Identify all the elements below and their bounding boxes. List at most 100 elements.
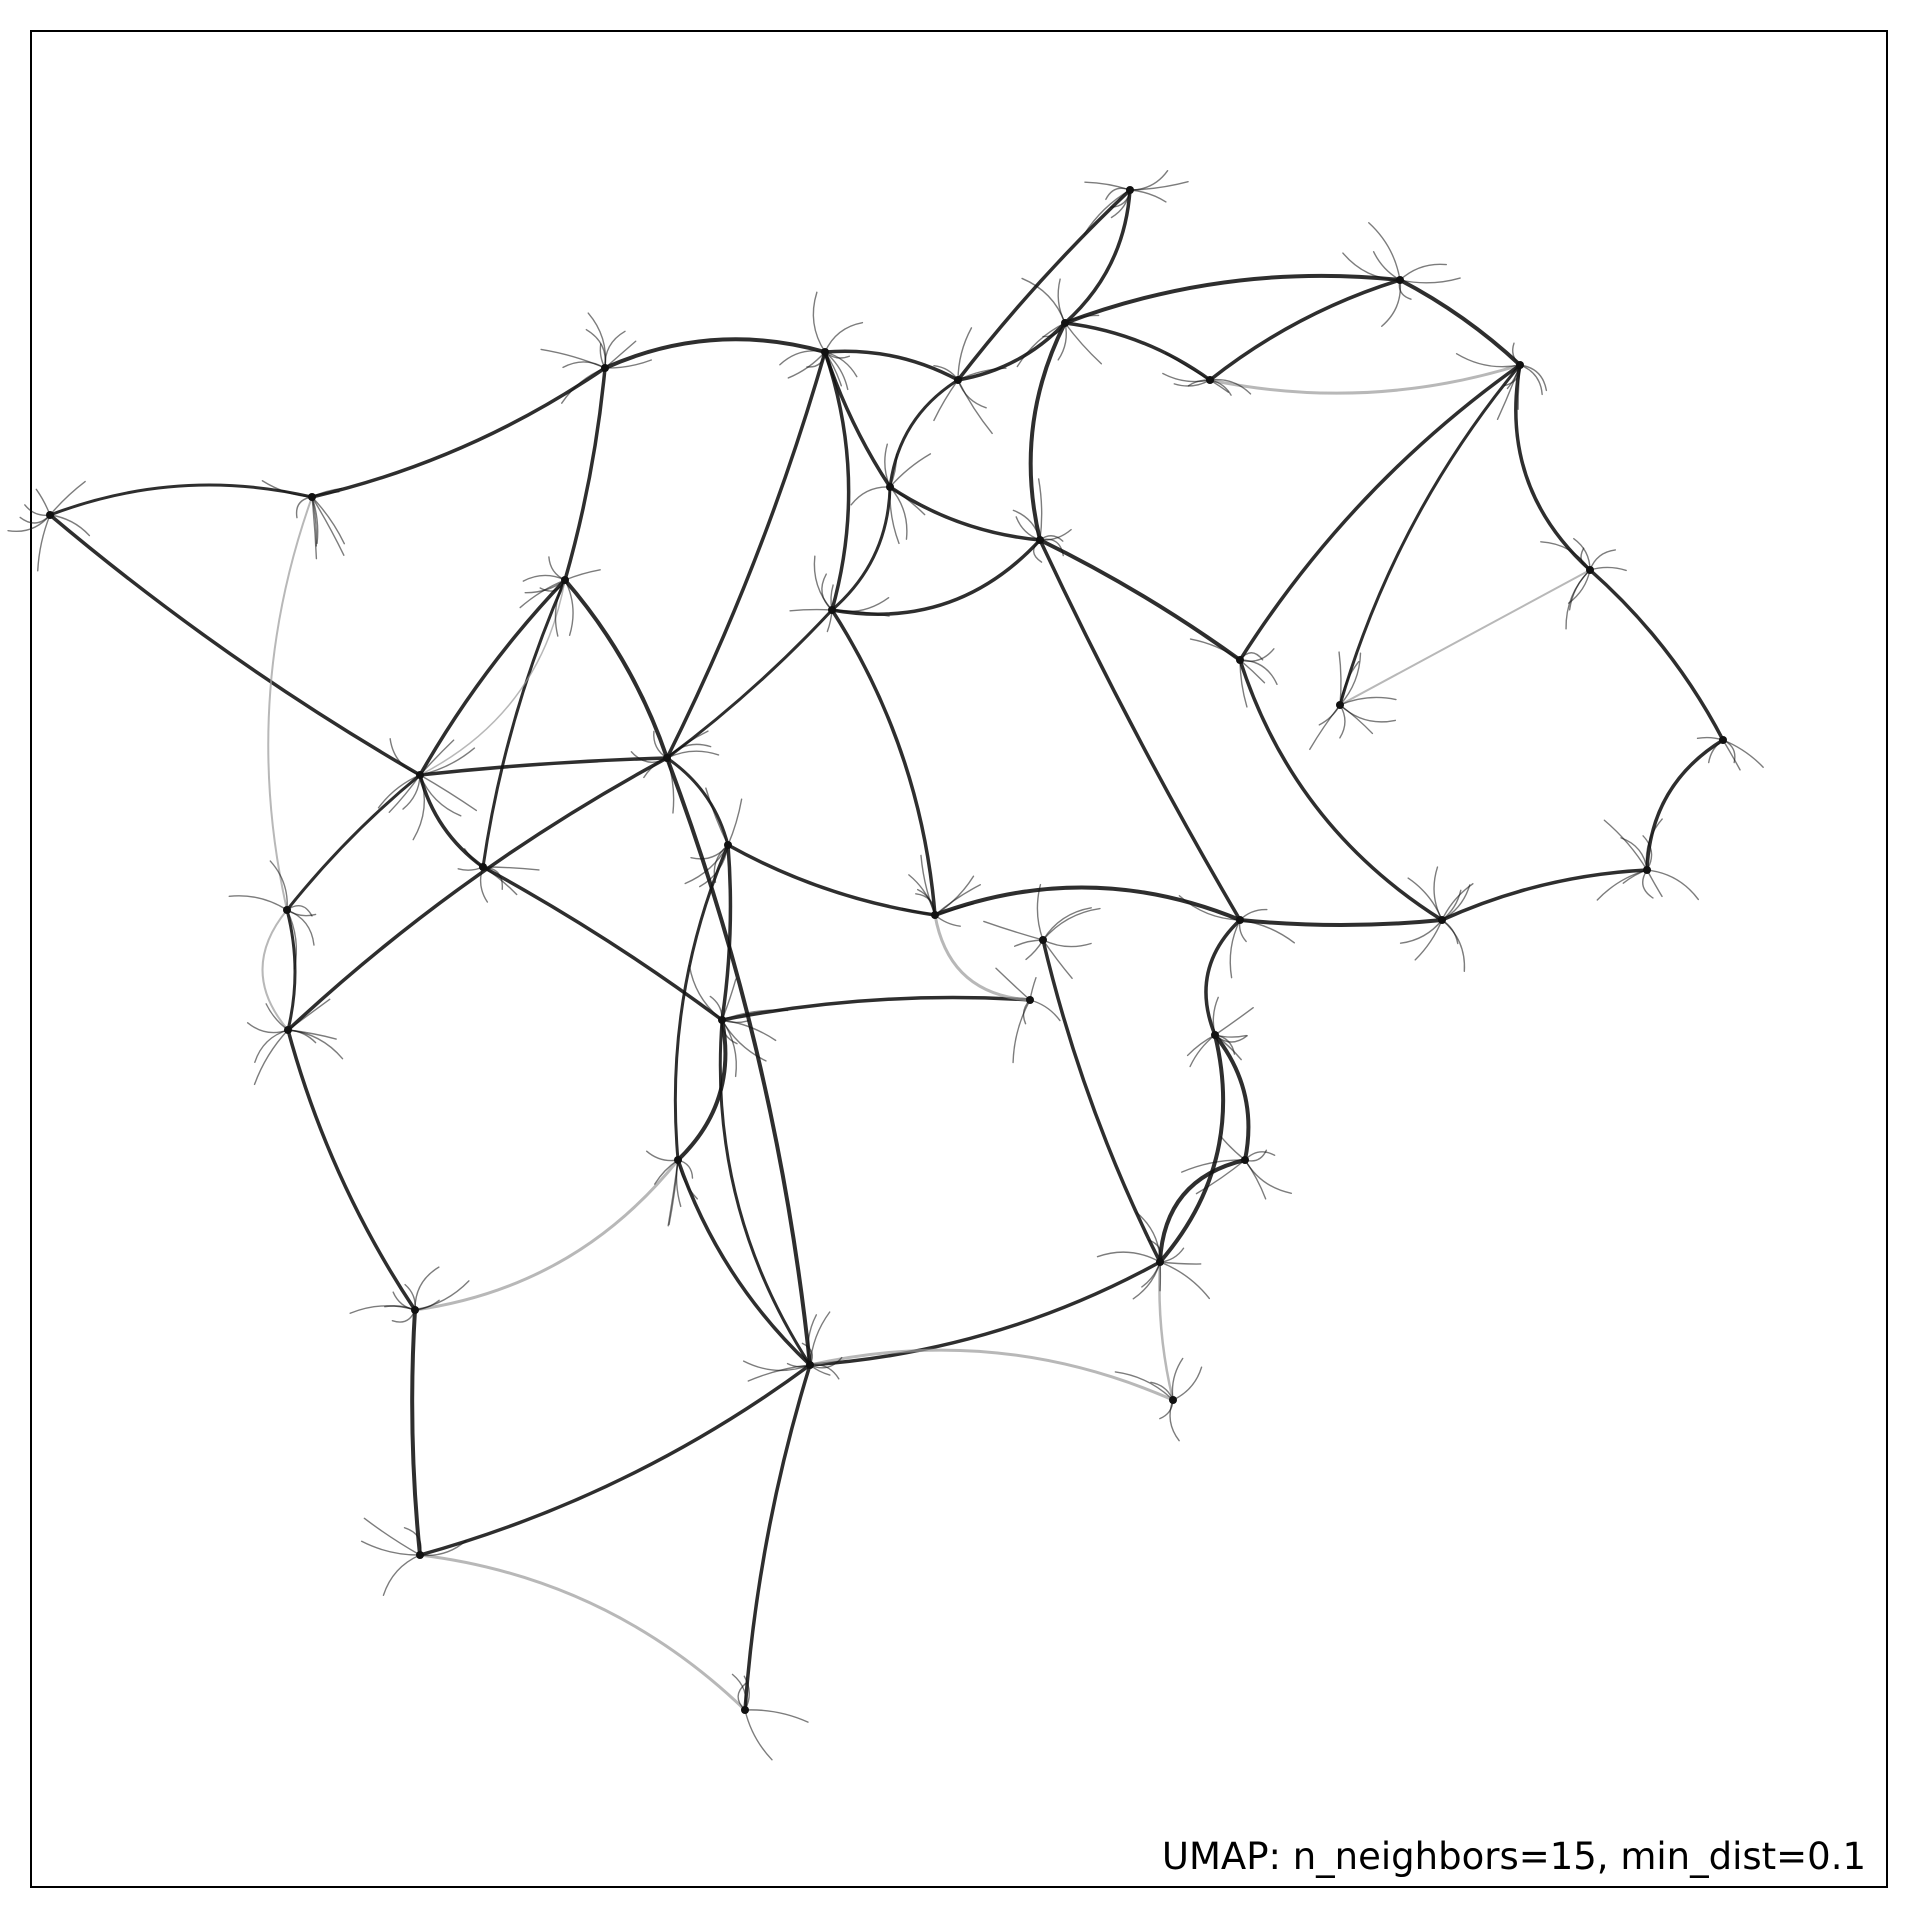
graph-node <box>1126 186 1134 194</box>
graph-edge <box>1158 1260 1175 1402</box>
graph-edge <box>726 843 937 917</box>
node-tuft <box>1414 919 1443 961</box>
graph-edge <box>419 579 566 776</box>
graph-node <box>1336 701 1344 709</box>
node-tuft <box>311 496 346 545</box>
graph-edge <box>1158 1033 1226 1264</box>
node-tuft <box>934 875 975 916</box>
graph-node <box>479 863 487 871</box>
node-tuft <box>1455 352 1521 368</box>
graph-edge <box>1038 538 1242 922</box>
node-tuft <box>688 964 723 1021</box>
graph-edge <box>830 608 937 917</box>
node-tuft <box>1037 478 1043 541</box>
node-tuft <box>519 579 566 609</box>
graph-edge <box>563 366 607 582</box>
node-tuft <box>419 774 462 817</box>
graph-edge <box>1063 188 1132 325</box>
node-tuft <box>1722 739 1764 768</box>
node-tuft <box>349 1305 416 1314</box>
node-tuft <box>1244 1159 1267 1200</box>
node-tuft <box>419 774 478 812</box>
graph-edge <box>310 366 607 499</box>
graph-node <box>806 1361 814 1369</box>
graph-edge <box>418 756 669 777</box>
node-tuft <box>957 379 993 435</box>
node-tuft <box>564 579 574 636</box>
graph-node <box>828 606 836 614</box>
node-tuft <box>287 1029 337 1040</box>
graph-edge <box>1063 321 1212 382</box>
graph-edge <box>1208 363 1522 395</box>
node-tuft <box>1540 541 1591 571</box>
node-tuft <box>554 579 566 637</box>
graph-node <box>1241 1156 1249 1164</box>
node-tuft <box>1189 638 1241 661</box>
graph-edge <box>808 1260 1162 1367</box>
node-tuft <box>789 608 833 612</box>
graph-edge <box>743 1363 812 1712</box>
node-tuft <box>1603 819 1648 871</box>
node-tuft <box>698 844 729 888</box>
node-tuft <box>389 738 421 776</box>
node-tuft <box>747 1364 811 1382</box>
graph-edge <box>1238 363 1522 662</box>
graph-node <box>561 576 569 584</box>
graph-node <box>931 911 939 919</box>
node-tuft <box>1342 252 1401 281</box>
node-tuft <box>1195 1159 1246 1195</box>
node-tuft <box>1036 883 1044 941</box>
node-tuft <box>587 312 607 369</box>
node-tuft <box>19 514 51 524</box>
graph-node <box>1236 656 1244 664</box>
node-tuft <box>253 1029 289 1086</box>
graph-edge <box>418 578 567 777</box>
node-tuft <box>933 379 959 422</box>
graph-edge <box>720 995 1032 1022</box>
node-tuft <box>667 1159 679 1227</box>
node-tuft <box>1042 939 1092 948</box>
node-tuft <box>1239 919 1296 944</box>
node-tuft <box>1519 364 1543 396</box>
node-tuft <box>684 844 729 885</box>
node-tuft <box>1646 869 1700 901</box>
graph-edge <box>1041 938 1162 1264</box>
graph-edge <box>933 913 1032 1002</box>
graph-edge <box>720 843 733 1022</box>
node-tuft <box>412 774 425 841</box>
node-tuft <box>269 860 288 911</box>
node-tuft <box>1642 869 1654 899</box>
graph-edge <box>413 1158 680 1312</box>
node-tuft <box>1083 189 1131 235</box>
node-tuft <box>35 488 51 516</box>
graph-edge <box>888 485 1042 542</box>
graph-edge <box>956 188 1132 382</box>
node-tuft <box>1016 322 1066 368</box>
node-tuft <box>360 1540 421 1556</box>
graph-edge <box>1063 273 1402 325</box>
node-tuft <box>1136 1212 1161 1263</box>
node-tuft <box>850 486 891 506</box>
graph-node <box>886 483 894 491</box>
node-tuft <box>1338 651 1342 706</box>
graph-edge <box>267 496 313 911</box>
graph-edge <box>718 1018 812 1367</box>
graph-edge <box>823 350 851 612</box>
node-tuft <box>419 739 455 776</box>
graph-node <box>308 493 316 501</box>
node-tuft <box>1214 1007 1254 1036</box>
node-tuft <box>1159 1261 1202 1265</box>
node-tuft <box>1159 1261 1211 1300</box>
node-tuft <box>645 1150 679 1162</box>
node-tuft <box>1646 869 1663 898</box>
node-tuft <box>813 555 833 611</box>
graph-edge <box>286 756 669 1032</box>
graph-edge <box>933 885 1242 922</box>
graph-edge <box>665 350 827 760</box>
graph-edge <box>673 843 730 1162</box>
node-tuft <box>419 1539 467 1557</box>
graph-node <box>1039 936 1047 944</box>
node-tufts <box>7 170 1764 1761</box>
node-tuft <box>824 321 864 353</box>
graph-edge <box>1028 321 1067 542</box>
